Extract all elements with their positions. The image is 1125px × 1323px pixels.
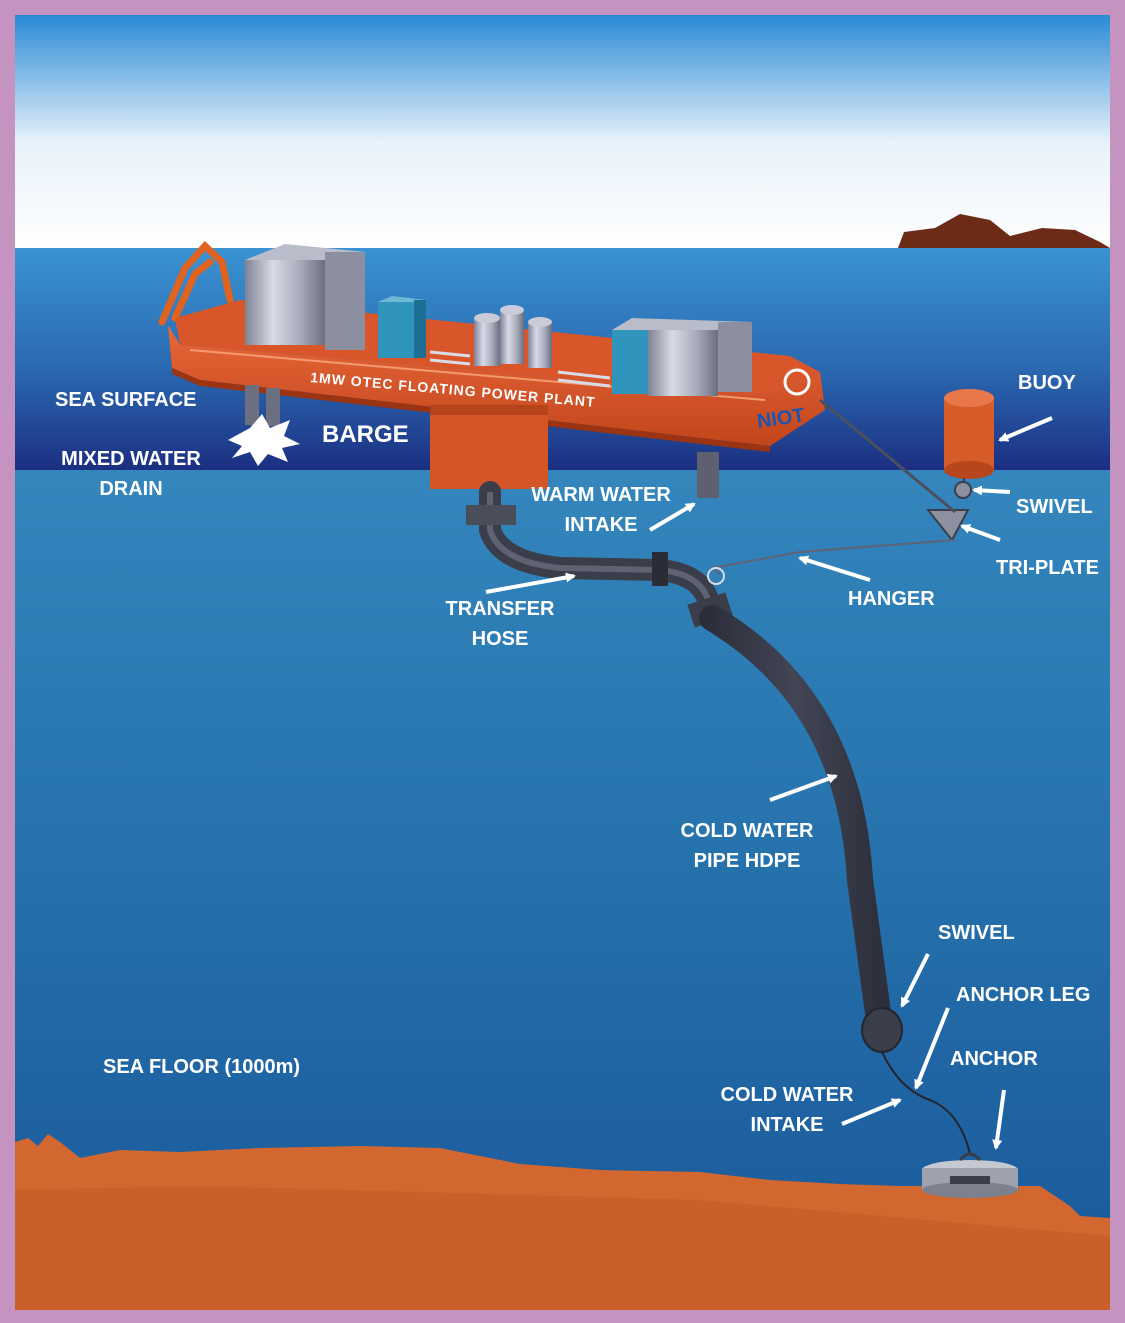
deck-equipment (245, 244, 752, 396)
label-tri-plate: TRI-PLATE (996, 557, 1099, 579)
label-mixed-water-drain-line2: DRAIN (99, 478, 163, 500)
arrow-transfer-hose (485, 572, 576, 594)
label-warm-water-intake: WARM WATER INTAKE (526, 480, 676, 540)
swivel-top (954, 481, 972, 499)
arrow-swivel-bottom (900, 953, 930, 1008)
anchor-leg (881, 1051, 971, 1155)
arrow-anchor (992, 1089, 1006, 1150)
label-transfer-hose-line2: HOSE (471, 628, 529, 650)
barge-crane (158, 241, 234, 326)
label-cold-water-intake-line1: COLD WATER (720, 1084, 854, 1106)
arrow-cold-water-intake (841, 1098, 902, 1126)
arrow-hanger (798, 555, 871, 582)
label-swivel-top: SWIVEL (1016, 496, 1093, 518)
label-sea-floor: SEA FLOOR (1000m) (103, 1056, 301, 1078)
label-cold-water-intake-line2: INTAKE (750, 1114, 824, 1136)
label-arrows (485, 416, 1053, 1150)
distant-land (898, 214, 1110, 248)
label-buoy: BUOY (1018, 372, 1076, 394)
transfer-hose-coupling (466, 505, 516, 525)
anchor (922, 1152, 1018, 1198)
arrow-anchor-leg (914, 1007, 950, 1090)
label-transfer-hose: TRANSFER HOSE (438, 594, 562, 654)
hanger-line (711, 539, 956, 569)
arrow-warm-water-intake (648, 502, 696, 532)
label-hanger: HANGER (848, 588, 935, 610)
label-cold-water-pipe: COLD WATER PIPE HDPE (672, 816, 822, 876)
arrow-cold-water-pipe (769, 774, 838, 802)
buoy (944, 389, 994, 484)
sky (15, 15, 1110, 248)
label-cold-water-pipe-line1: COLD WATER (680, 820, 814, 842)
arrow-tri-plate (960, 524, 1001, 542)
label-swivel-bottom: SWIVEL (938, 922, 1015, 944)
drain-splash (228, 414, 300, 466)
label-warm-water-intake-line2: INTAKE (564, 514, 638, 536)
label-mixed-water-drain: MIXED WATER DRAIN (56, 444, 206, 504)
arrow-buoy (998, 416, 1053, 442)
label-anchor-leg: ANCHOR LEG (956, 984, 1091, 1006)
label-cold-water-intake: COLD WATER INTAKE (712, 1080, 862, 1140)
label-mixed-water-drain-line1: MIXED WATER (61, 448, 201, 470)
label-barge: BARGE (322, 421, 409, 448)
label-cold-water-pipe-line2: PIPE HDPE (693, 850, 801, 872)
sea-floor-shade (15, 1186, 1110, 1310)
arrow-swivel-top (972, 485, 1011, 496)
mooring-line (819, 398, 956, 514)
tri-plate (925, 509, 970, 542)
label-anchor: ANCHOR (950, 1048, 1038, 1070)
label-warm-water-intake-line1: WARM WATER (531, 484, 671, 506)
swivel-bottom (861, 1007, 903, 1053)
label-sea-surface: SEA SURFACE (55, 389, 197, 411)
label-transfer-hose-line1: TRANSFER (445, 598, 555, 620)
